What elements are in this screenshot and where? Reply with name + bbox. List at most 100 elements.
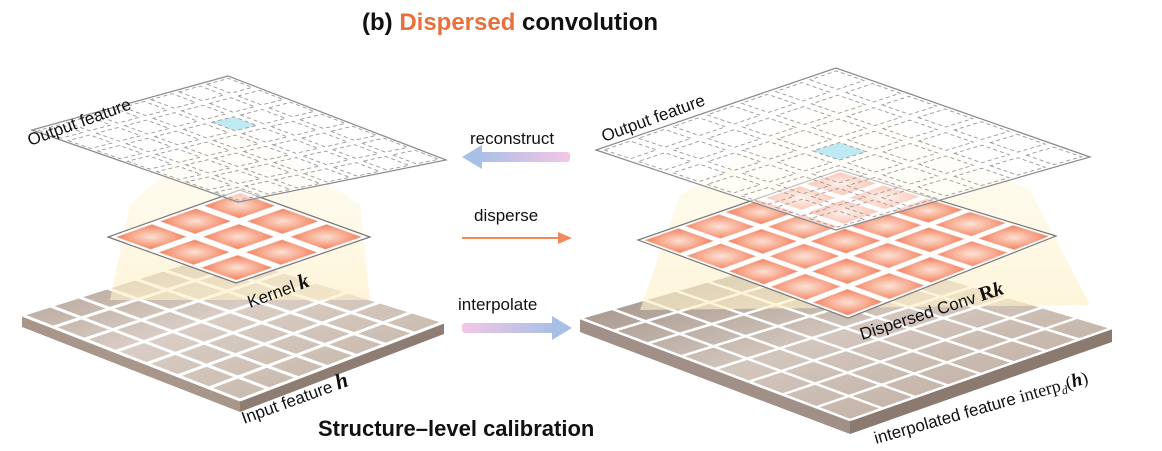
right-output-cell xyxy=(917,132,975,151)
right-output-cell xyxy=(1024,146,1083,166)
right-output-cell xyxy=(881,166,939,185)
left-input-grid-line xyxy=(146,290,349,365)
right-output-cell xyxy=(602,140,658,160)
left-output-cell xyxy=(65,116,113,132)
left-output-cell xyxy=(330,144,380,159)
left-output-cell xyxy=(208,97,257,113)
right-output-cell xyxy=(705,175,762,194)
left-output-cell xyxy=(95,127,143,142)
right-conv-cell xyxy=(728,258,799,285)
right-output-cell xyxy=(671,163,728,183)
bottom-caption: Structure–level calibration xyxy=(318,416,594,441)
disperse-label: disperse xyxy=(474,206,538,225)
right-output-cell xyxy=(811,118,868,138)
right-output-cell xyxy=(844,199,902,218)
right-output-cell xyxy=(880,188,938,207)
left-output-cell xyxy=(243,163,292,178)
left-kernel-cell xyxy=(246,208,319,234)
right-output-cell xyxy=(741,141,798,160)
left-input-grid-line xyxy=(78,295,299,380)
right-conv-cell xyxy=(811,258,883,285)
left-output-cell xyxy=(149,93,198,109)
left-output-cell xyxy=(179,104,228,120)
left-output-grid xyxy=(37,77,441,201)
reconstruct-label: reconstruct xyxy=(470,129,554,148)
left-output-cell xyxy=(267,101,316,118)
left-kernel-cell xyxy=(245,239,318,265)
right-output-cell xyxy=(637,152,693,171)
right-output-cell xyxy=(846,154,904,173)
left-output-cell xyxy=(153,130,201,146)
right-output-cell xyxy=(810,165,868,184)
left-output-cell xyxy=(154,148,203,163)
left-output-cell xyxy=(271,139,320,154)
left-output-cell xyxy=(300,132,349,148)
left-kernel-cell xyxy=(158,239,230,265)
left-output-highlight-cell xyxy=(210,116,259,132)
right-conv-cell xyxy=(852,242,924,269)
right-output-cell xyxy=(774,82,831,102)
left-output-cell xyxy=(124,137,173,153)
left-output-cell xyxy=(121,100,169,117)
right-output-cell xyxy=(881,143,939,162)
right-output-cell xyxy=(988,133,1047,153)
right-conv-cell xyxy=(894,227,965,253)
right-output-cell xyxy=(881,119,939,139)
right-output-cell xyxy=(846,130,904,150)
right-output-highlight-cell xyxy=(811,141,868,161)
right-output-cell xyxy=(637,128,693,148)
left-output-cell xyxy=(332,162,381,177)
left-output-cell xyxy=(205,77,254,94)
left-output-cell xyxy=(236,89,285,106)
left-output-cell xyxy=(183,141,232,157)
right-conv-cell xyxy=(854,272,925,300)
left-output-cell xyxy=(123,119,171,135)
right-conv-cell xyxy=(770,273,841,300)
left-output-cell xyxy=(272,157,321,172)
left-input-plate-side-left xyxy=(22,315,240,412)
left-stack xyxy=(21,75,449,412)
right-output-cell xyxy=(705,105,762,125)
right-output-cell xyxy=(844,83,902,103)
arrow-interpolate xyxy=(462,316,572,340)
right-output-cell xyxy=(740,117,797,137)
interpolate-label: interpolate xyxy=(458,295,537,314)
right-output-cell xyxy=(845,107,903,127)
left-output-cell xyxy=(238,109,288,125)
right-output-cell xyxy=(952,167,1011,187)
left-input-plate-side-right xyxy=(240,322,444,412)
left-output-cell xyxy=(361,155,411,171)
left-output-cell xyxy=(155,166,203,180)
arrow-reconstruct xyxy=(462,145,570,169)
right-conv-cell xyxy=(769,243,840,269)
right-output-cell xyxy=(953,144,1011,164)
right-output-cell xyxy=(775,176,832,195)
left-output-cell xyxy=(243,180,292,195)
right-output-cell xyxy=(776,153,833,172)
left-input-grid-line xyxy=(208,310,413,390)
right-output-cell xyxy=(810,94,867,114)
left-input-grid-line xyxy=(21,313,241,402)
right-input-grid-line xyxy=(782,306,1044,396)
right-input-grid-line xyxy=(748,295,1009,383)
left-output-cell xyxy=(184,159,233,174)
right-output-cell xyxy=(845,177,903,196)
left-input-grid-line xyxy=(239,320,445,402)
right-output-cell xyxy=(706,152,763,171)
left-input-grid-line xyxy=(106,286,328,368)
left-output-cell xyxy=(181,123,230,139)
left-input-grid-line xyxy=(177,300,381,378)
diagram-title: (b) Dispersed convolution xyxy=(362,9,658,36)
left-kernel-cell xyxy=(115,224,188,250)
left-kernel-cells xyxy=(115,192,363,281)
right-input-plate-side-right xyxy=(850,328,1112,434)
left-output-cell xyxy=(298,113,347,129)
left-output-cell xyxy=(360,137,410,153)
right-output-cell xyxy=(916,178,975,197)
left-input-grid-line xyxy=(49,304,270,391)
right-conv-cell xyxy=(686,243,757,269)
left-output-cell xyxy=(391,149,441,165)
left-output-cell xyxy=(301,150,351,166)
right-input-grid-line xyxy=(815,316,1078,409)
